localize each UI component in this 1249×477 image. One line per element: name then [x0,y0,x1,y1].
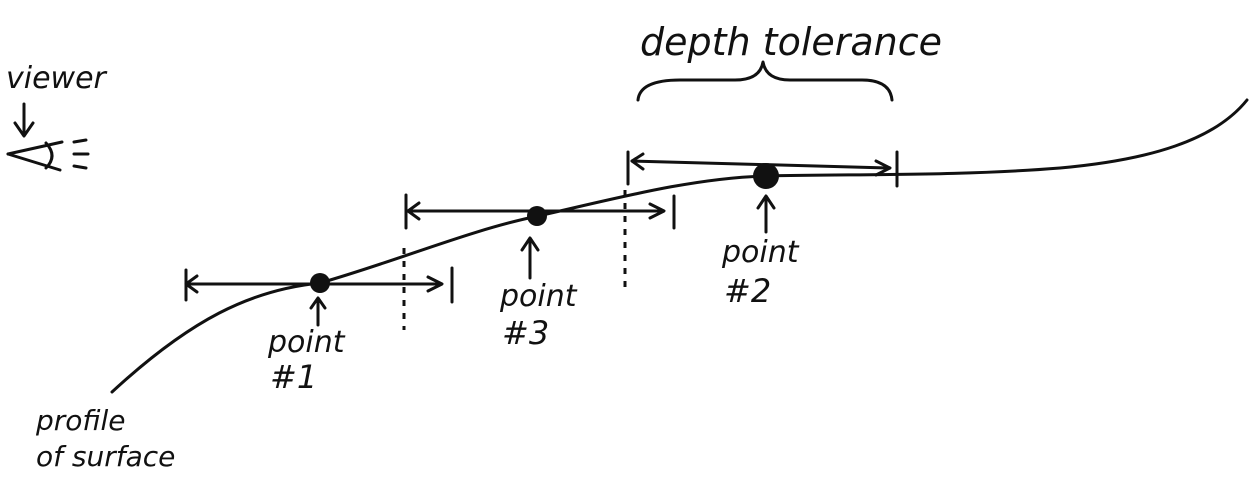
point-1-word: point [267,325,346,360]
eye-icon [6,138,90,172]
surface-profile-curve [110,98,1249,394]
depth-tolerance-label: depth tolerance [640,20,942,64]
arrow-up-icon [756,194,776,234]
point-2-word: point [721,235,800,270]
arrow-down-icon [13,102,35,138]
arrow-up-icon [520,236,540,280]
point-3-number: #3 [502,314,549,352]
point-3-word: point [499,279,578,314]
point-3-dot [527,206,547,226]
arrow-up-icon [309,296,327,327]
curly-brace-icon [636,60,894,102]
profile-label-line-2: of surface [36,440,175,473]
point-2-number: #2 [724,272,771,310]
point-1-number: #1 [270,358,317,396]
profile-label-line-1: profile [35,404,126,437]
point-2-dot [753,163,779,189]
point-1-dot [310,273,330,293]
viewer-label: viewer [6,61,108,96]
